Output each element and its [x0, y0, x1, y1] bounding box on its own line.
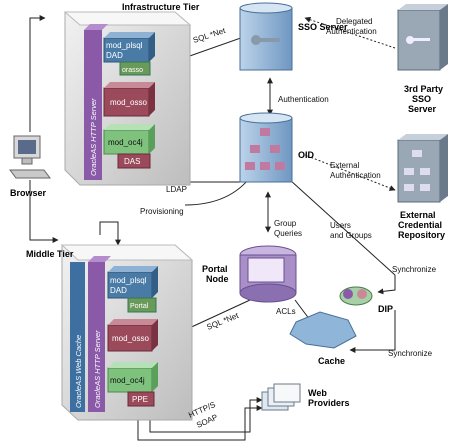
external-cred-line1: External [400, 210, 436, 220]
middle-mod-oc4j-label: mod_oc4j [110, 376, 145, 385]
middle-portal-label: Portal [130, 303, 149, 310]
infra-orasso-label: orasso [122, 67, 143, 74]
infra-mod-plsql-label: mod_plsql [106, 41, 143, 50]
infra-mod-osso-block [103, 87, 150, 117]
infra-mod-oc4j-label: mod_oc4j [108, 138, 143, 147]
portal-node-line2: Node [206, 274, 229, 284]
external-auth-line2: Authentication [330, 171, 381, 180]
middle-tier-box [60, 244, 194, 421]
oid-dip-line [289, 179, 396, 276]
group-queries-line2: Queries [274, 229, 302, 238]
middle-web-cache-label: OracleAS Web Cache [74, 335, 83, 408]
infra-das-label: DAS [124, 157, 140, 166]
cache-label: Cache [318, 356, 345, 366]
browser-label: Browser [10, 188, 47, 198]
delegated-auth-line1: Delegated [336, 17, 372, 26]
middle-tier-label: Middle Tier [26, 249, 74, 259]
provisioning-label: Provisioning [140, 207, 184, 216]
external-auth-line [304, 154, 396, 191]
third-party-sso-line1: 3rd Party [404, 84, 443, 94]
synchronize-bottom-label: Synchronize [388, 349, 433, 358]
middle-web-cache-column [70, 262, 85, 412]
middle-http-server-label: OracleAS HTTP Server [93, 330, 102, 408]
users-groups-line2: and Groups [330, 231, 372, 240]
sync-bottom-line [349, 310, 396, 353]
external-cred-line2: Credential [398, 220, 442, 230]
middle-portal-block [127, 297, 157, 313]
infra-orasso-block [119, 61, 151, 76]
acls-label: ACLs [276, 307, 296, 316]
third-party-sso-line3: Server [408, 104, 437, 114]
middle-http-server-column [88, 262, 105, 412]
delegated-auth-line2: Authentication [326, 27, 377, 36]
infra-dad-label: DAD [106, 51, 123, 60]
infra-mod-osso-label: mod_osso [110, 98, 147, 107]
node-labels: Infrastructure Tier Middle Tier Browser … [10, 2, 445, 408]
oid-icon [239, 112, 293, 183]
external-auth-line1: External [330, 161, 360, 170]
infrastructure-tier-label: Infrastructure Tier [122, 2, 200, 12]
sqlnet-mid-line [184, 299, 251, 331]
middle-ppe-label: PPE [132, 395, 148, 404]
web-providers-line1: Web [308, 388, 327, 398]
infra-http-server-label: OracleAS HTTP Server [89, 98, 98, 176]
users-groups-line1: Users [330, 221, 351, 230]
browser-middle-arrow [29, 180, 59, 243]
portal-node-line1: Portal [202, 264, 228, 274]
dip-label: DIP [378, 304, 393, 314]
web-providers-line2: Providers [308, 398, 350, 408]
group-queries-line1: Group [274, 219, 297, 228]
third-party-sso-line2: SSO [412, 94, 431, 104]
oid-label: OID [298, 150, 315, 160]
dip-icon [339, 286, 373, 306]
module-labels: OracleAS HTTP Server mod_plsql DAD orass… [74, 41, 149, 408]
authentication-label: Authentication [278, 95, 329, 104]
synchronize-top-label: Synchronize [392, 265, 437, 274]
sqlnet-mid-label: SQL *Net [205, 311, 240, 332]
middle-mod-plsql-label: mod_plsql [110, 276, 147, 285]
cache-icon [289, 311, 357, 349]
sqlnet-top-label: SQL *Net [192, 26, 227, 45]
middle-mod-plsql-block [107, 271, 153, 299]
infrastructure-tier-box [63, 11, 192, 186]
external-credential-icon [397, 134, 448, 203]
portal-cache-line [294, 299, 311, 321]
ldap-label: LDAP [166, 185, 187, 194]
portal-node-icon [239, 245, 297, 303]
soap-line [137, 405, 263, 441]
sso-label: SSO Server [298, 22, 348, 32]
middle-mod-osso-label: mod_osso [112, 334, 149, 343]
sso-server-icon [239, 2, 293, 71]
middle-dad-label: DAD [110, 286, 127, 295]
browser-infra-arrow [29, 15, 46, 132]
external-cred-line3: Repository [398, 230, 445, 240]
infra-http-server-column [84, 30, 102, 180]
https-line [149, 397, 263, 433]
web-providers-icon [261, 383, 301, 411]
middle-loop-line [99, 221, 121, 246]
middle-ppe-block [127, 391, 155, 407]
browser-icon [9, 135, 51, 179]
infra-das-block [117, 153, 151, 169]
sync-top-line [377, 275, 396, 295]
third-party-sso-icon [397, 4, 448, 71]
